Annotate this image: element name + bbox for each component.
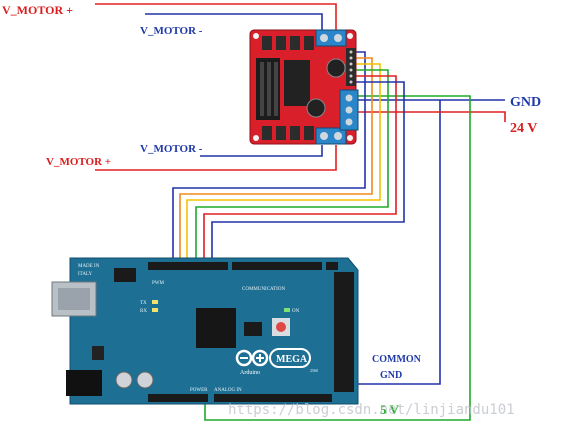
labels: V_MOTOR + V_MOTOR - V_MOTOR - V_MOTOR + … bbox=[2, 3, 541, 417]
wire-ctrl-2 bbox=[179, 57, 373, 262]
label-vmotor-plus-top: V_MOTOR + bbox=[2, 3, 73, 17]
mega-badge bbox=[269, 348, 311, 368]
top-header-left bbox=[148, 262, 228, 270]
label-5v: 5 V bbox=[380, 402, 400, 417]
driver-bottom-pins bbox=[262, 126, 314, 140]
heatsink bbox=[256, 58, 280, 120]
wire-5v bbox=[204, 95, 471, 421]
wire-motor-b-plus bbox=[95, 145, 337, 171]
board-mega: MEGA bbox=[276, 354, 308, 365]
board-communication: COMMUNICATION bbox=[242, 287, 285, 292]
label-common-gnd-1: COMMON bbox=[372, 354, 422, 365]
board-rx: RX bbox=[140, 309, 147, 314]
wire-gnd-to-arduino bbox=[357, 100, 441, 385]
capacitor-2 bbox=[306, 98, 326, 118]
board-made-in: MADE IN bbox=[78, 264, 100, 269]
top-header-right bbox=[232, 262, 322, 270]
watermark: https://blog.csdn.net/linjiandu101 bbox=[228, 402, 515, 418]
board-logo-text: Arduino bbox=[240, 370, 260, 376]
wire-motor-a-plus bbox=[95, 3, 337, 38]
board-model: 2560 bbox=[310, 368, 318, 373]
top-right-header bbox=[326, 262, 338, 270]
wire-ctrl-1 bbox=[172, 51, 366, 262]
power-header bbox=[148, 394, 208, 402]
wire-motor-b-minus bbox=[200, 145, 323, 157]
wire-ctrl-5 bbox=[203, 75, 397, 262]
label-vmotor-minus-bottom: V_MOTOR - bbox=[140, 143, 203, 155]
capacitor-1 bbox=[326, 58, 346, 78]
right-header bbox=[334, 272, 354, 392]
label-vmotor-plus-bottom: V_MOTOR + bbox=[46, 156, 111, 168]
label-24v: 24 V bbox=[510, 121, 537, 136]
label-gnd: GND bbox=[510, 95, 541, 110]
label-common-gnd-2: GND bbox=[380, 370, 402, 381]
driver-top-pins bbox=[262, 36, 314, 50]
board-analog-in: ANALOG IN bbox=[214, 388, 242, 393]
driver-control-header bbox=[346, 48, 356, 86]
driver-chip bbox=[284, 60, 310, 106]
board-tx: TX bbox=[140, 301, 147, 306]
wires bbox=[95, 3, 506, 421]
motor-b-terminal bbox=[315, 127, 347, 145]
wire-ctrl-3 bbox=[186, 63, 381, 262]
arduino-logo bbox=[235, 348, 311, 368]
board-power: POWER bbox=[190, 388, 208, 393]
board-on: ON bbox=[292, 309, 300, 314]
microcontroller-chip bbox=[196, 308, 236, 348]
analog-header bbox=[214, 394, 332, 402]
wire-24v bbox=[355, 111, 506, 122]
arduino-mega-board: MADE IN ITALY PWM COMMUNICATION TX RX ON… bbox=[51, 257, 359, 405]
wire-ctrl-6 bbox=[211, 81, 405, 262]
power-jack bbox=[66, 370, 102, 396]
reset-button bbox=[276, 322, 286, 332]
board-italy: ITALY bbox=[78, 272, 92, 277]
label-vmotor-minus-top: V_MOTOR - bbox=[140, 25, 203, 37]
wire-ctrl-4 bbox=[195, 69, 389, 262]
motor-a-terminal bbox=[315, 29, 347, 47]
board-pwm: PWM bbox=[152, 281, 165, 286]
motor-driver-board bbox=[249, 29, 359, 145]
